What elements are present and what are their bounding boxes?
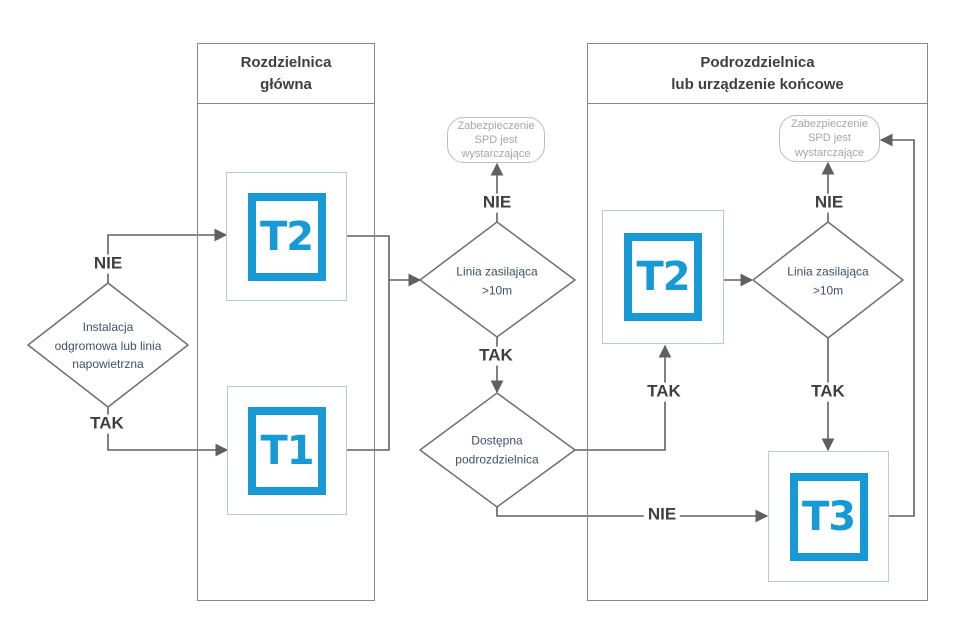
- label-subboard-yes: TAK: [643, 382, 685, 402]
- spd-box-sub-t3: T3: [768, 451, 889, 582]
- diamond-text-sub-supply-line2: >10m: [812, 283, 844, 297]
- diamond-text-main-supply-line: Linia zasilająca >10m: [456, 262, 537, 299]
- edge-t3-feedback: [879, 133, 915, 517]
- sub-board-title-line1: Podrozdzielnica: [700, 53, 815, 71]
- spd-box-main-t2: T2: [226, 172, 347, 301]
- terminal-main-line1: Zabezpieczenie: [457, 119, 535, 132]
- spd-label-main-t1: T1: [260, 427, 314, 474]
- sub-board-panel: Podrozdzielnica lub urządzenie końcowe: [587, 43, 928, 601]
- terminal-sub-line1: Zabezpieczenie: [790, 118, 869, 131]
- label-sub-supply-yes: TAK: [807, 382, 849, 402]
- terminal-main-line3: wystarczające: [461, 148, 531, 161]
- diamond-main-supply-line: [418, 221, 577, 338]
- spd-box-sub-t2: T2: [602, 210, 724, 344]
- diamond-lightning: [26, 282, 190, 408]
- diamond-text-lightning-line2: odgromowa lub linia: [54, 338, 162, 353]
- sub-board-title-line2: lub urządzenie końcowe: [671, 75, 844, 93]
- diamond-text-available-subboard-line1: Dostępna: [471, 433, 523, 448]
- label-main-supply-yes: TAK: [475, 346, 517, 366]
- terminal-sub-line3: wystarczające: [794, 146, 865, 159]
- diamond-text-available-subboard: Dostępna podrozdzielnica: [455, 431, 538, 468]
- main-board-title-line2: główna: [260, 75, 312, 93]
- diamond-text-main-supply-line2: >10m: [481, 283, 513, 297]
- main-board-title-line1: Rozdzielnica: [240, 53, 332, 71]
- terminal-sub-spd-sufficient: Zabezpieczenie SPD jest wystarczające: [779, 115, 880, 162]
- label-main-supply-no: NIE: [478, 193, 516, 213]
- sub-board-title: Podrozdzielnica lub urządzenie końcowe: [588, 44, 927, 104]
- label-sub-supply-no: NIE: [810, 193, 848, 213]
- edge-t2-t1-join: [347, 235, 390, 451]
- main-board-panel: Rozdzielnica główna: [197, 43, 375, 601]
- edge-subboard-yes: [575, 344, 672, 451]
- spd-symbol-sub-t2: T2: [624, 233, 702, 321]
- label-lightning-no: NIE: [89, 254, 127, 274]
- diamond-text-lightning: Instalacja odgromowa lub linia napowietr…: [55, 318, 162, 374]
- terminal-sub-line2: SPD jest: [808, 132, 851, 145]
- terminal-main-spd-sufficient: Zabezpieczenie SPD jest wystarczające: [447, 117, 545, 163]
- spd-box-main-t1: T1: [227, 386, 347, 515]
- main-board-title: Rozdzielnica główna: [198, 44, 374, 104]
- label-lightning-yes: TAK: [86, 414, 128, 434]
- spd-label-sub-t2: T2: [636, 254, 690, 300]
- diamond-text-lightning-line3: napowietrzna: [72, 357, 144, 372]
- diamond-sub-supply-line: [751, 221, 905, 339]
- terminal-main-line2: SPD jest: [474, 133, 518, 146]
- diamond-text-main-supply-line1: Linia zasilająca: [456, 264, 538, 279]
- diamond-text-sub-supply-line: Linia zasilająca >10m: [787, 262, 868, 299]
- spd-symbol-main-t1: T1: [248, 406, 326, 495]
- label-subboard-no: NIE: [643, 505, 681, 525]
- spd-label-sub-t3: T3: [801, 493, 856, 540]
- spd-symbol-main-t2: T2: [247, 192, 326, 281]
- diamond-text-available-subboard-line2: podrozdzielnica: [455, 452, 539, 466]
- diamond-text-lightning-line1: Instalacja: [82, 320, 134, 335]
- diamond-text-sub-supply-line1: Linia zasilająca: [787, 264, 869, 279]
- decision-diamonds: [26, 221, 905, 508]
- spd-label-main-t2: T2: [259, 213, 314, 260]
- diamond-available-subboard: [418, 392, 577, 508]
- spd-symbol-sub-t3: T3: [789, 472, 868, 561]
